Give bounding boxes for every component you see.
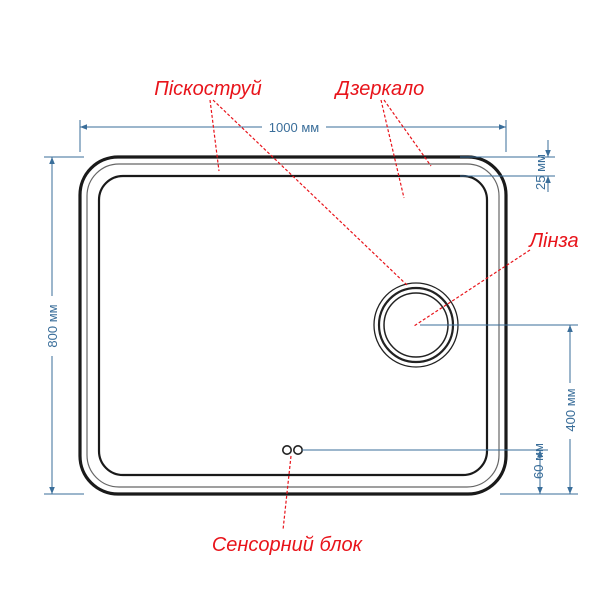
lens-leader (413, 249, 531, 327)
lens-height-label-bg (562, 383, 578, 439)
lens-height-label: 400 мм (563, 388, 578, 431)
sensor-block (281, 444, 303, 455)
sensor-button-left (281, 444, 292, 455)
sensor-callout: Сенсорний блок (212, 534, 364, 556)
sensor-button-right (292, 444, 303, 455)
lens-callout: Лінза (527, 230, 578, 252)
mirror-leader-2 (383, 99, 432, 167)
width-label: 1000 мм (269, 120, 319, 135)
mirror-leader-1 (380, 99, 405, 199)
sensor-leader (282, 455, 292, 531)
sandblast-leader-1 (209, 99, 220, 172)
mirror-callout: Дзеркало (334, 78, 425, 100)
sandblast-callout: Піскоструй (154, 78, 262, 100)
border-label: 25 мм (533, 154, 548, 190)
height-label-bg (44, 296, 60, 356)
callout-leaders (209, 99, 531, 531)
sensor-offset-label: 60 мм (531, 443, 546, 479)
width-label-bg (262, 118, 326, 135)
height-label: 800 мм (45, 304, 60, 347)
